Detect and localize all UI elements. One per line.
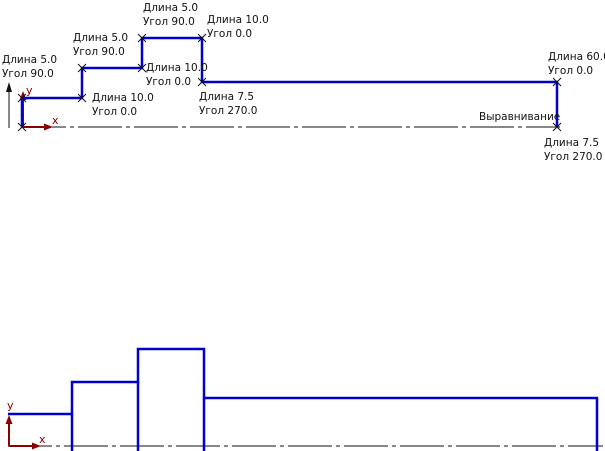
segment-label-angle: Угол 270.0 bbox=[199, 105, 257, 117]
segment-label-angle: Угол 0.0 bbox=[146, 76, 191, 88]
bottom-axes-icon bbox=[5, 415, 41, 450]
segment-label-angle: Угол 0.0 bbox=[207, 28, 252, 40]
segment-label-length: Длина 7.5 bbox=[199, 91, 254, 103]
segment-label-length: Длина 7.5 bbox=[544, 137, 599, 149]
segment-label-angle: Угол 90.0 bbox=[73, 46, 125, 58]
node-markers bbox=[17, 33, 562, 132]
segment-label-angle: Угол 270.0 bbox=[544, 151, 602, 163]
top-sketch: y x Длина 5.0 Угол 90.0 Длина 10.0 Угол … bbox=[2, 2, 605, 163]
align-label: Выравнивание bbox=[479, 111, 560, 123]
segment-label-angle: Угол 90.0 bbox=[2, 68, 54, 80]
top-axis-x-label: x bbox=[52, 114, 59, 127]
bottom-profile: y x bbox=[5, 347, 603, 451]
segment-label-angle: Угол 90.0 bbox=[143, 16, 195, 28]
node-marker bbox=[17, 122, 27, 132]
node-marker bbox=[552, 122, 562, 132]
segment-label-length: Длина 5.0 bbox=[73, 32, 128, 44]
node-marker bbox=[552, 77, 562, 87]
segment-label-length: Длина 5.0 bbox=[2, 54, 57, 66]
segment-label-length: Длина 5.0 bbox=[143, 2, 198, 14]
node-marker bbox=[137, 33, 147, 43]
bottom-profile-line bbox=[8, 347, 599, 451]
bottom-axis-y-label: y bbox=[7, 399, 14, 412]
up-arrow-icon bbox=[6, 82, 12, 128]
segment-label-length: Длина 10.0 bbox=[92, 92, 154, 104]
segment-label-length: Длина 10.0 bbox=[146, 62, 208, 74]
node-marker bbox=[17, 93, 27, 103]
node-marker bbox=[197, 77, 207, 87]
segment-label-angle: Угол 0.0 bbox=[92, 106, 137, 118]
segment-label-angle: Угол 0.0 bbox=[548, 65, 593, 77]
segment-label-length: Длина 10.0 bbox=[207, 14, 269, 26]
node-marker bbox=[77, 93, 87, 103]
node-marker bbox=[77, 63, 87, 73]
top-axis-y-label: y bbox=[26, 84, 33, 97]
bottom-axis-x-label: x bbox=[39, 433, 46, 446]
segment-label-length: Длина 60.0 bbox=[548, 51, 605, 63]
node-marker bbox=[137, 63, 147, 73]
segment-labels: Длина 5.0 Угол 90.0 Длина 10.0 Угол 0.0 … bbox=[2, 2, 605, 163]
node-marker bbox=[197, 33, 207, 43]
